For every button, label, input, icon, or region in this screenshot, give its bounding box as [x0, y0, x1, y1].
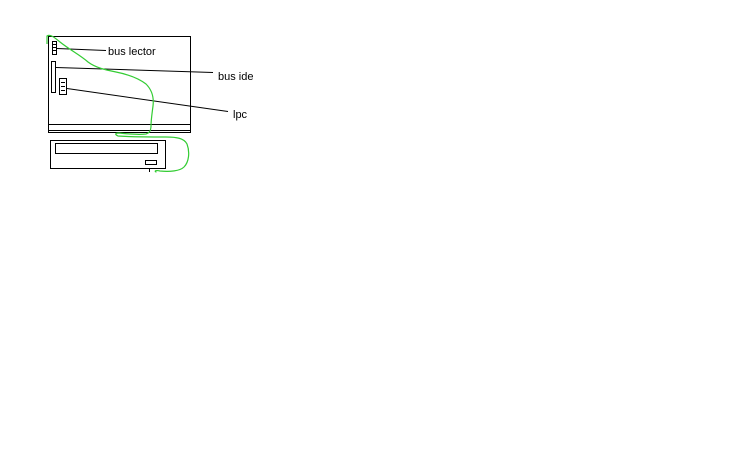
green-cable: [46, 34, 190, 173]
bus-lector-connector: [52, 41, 57, 55]
drive-eject-button: [145, 160, 157, 165]
lpc-leader: [66, 88, 229, 112]
drive-outline: [50, 140, 166, 169]
lpc-connector: [59, 78, 67, 95]
label-bus-ide: bus ide: [218, 71, 253, 83]
bus-lector-leader: [56, 48, 107, 51]
bus-ide-leader: [55, 67, 214, 73]
label-bus-lector: bus lector: [108, 46, 156, 58]
bus-ide-connector: [51, 61, 56, 93]
optical-drive: [50, 140, 166, 172]
label-lpc: lpc: [233, 109, 248, 121]
drive-tray: [55, 143, 158, 154]
